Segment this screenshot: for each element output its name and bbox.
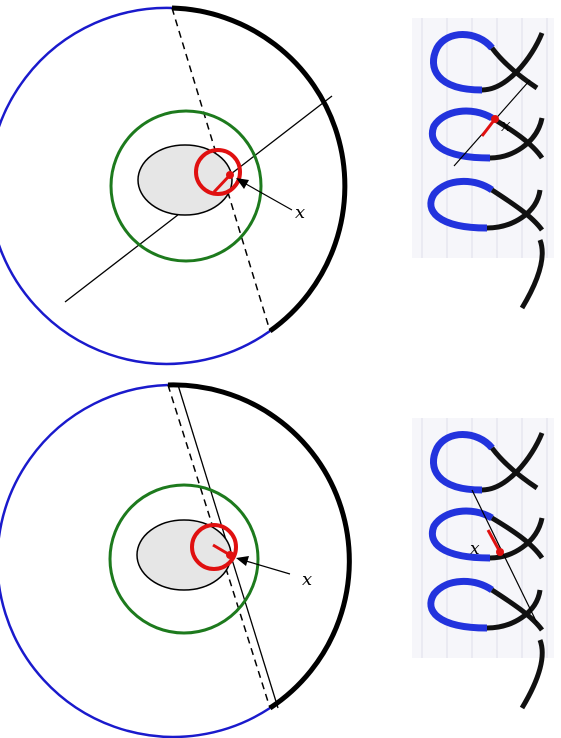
helix-coil-3-front (427, 577, 494, 632)
helix-coil-1-front (430, 31, 495, 94)
helix-label-x: x (501, 116, 511, 136)
point-x (226, 551, 234, 559)
bottom-helix: x (412, 418, 554, 710)
outer-circle-black-arc (171, 5, 348, 334)
grey-ellipse (137, 144, 233, 216)
outer-circle-blue-arc (0, 383, 271, 738)
helix-coil-3-front (427, 177, 494, 232)
helix-coil-3-dark (486, 187, 545, 232)
green-circle (109, 109, 263, 263)
bottom-disk-diagram: x (0, 382, 352, 738)
helix-red-segment (486, 529, 502, 553)
helix-point-x (491, 115, 499, 123)
helix-label-x: x (470, 539, 480, 559)
helix-coil-2-front (429, 107, 494, 162)
grey-ellipse (136, 519, 232, 591)
label-x: x (302, 569, 312, 590)
top-disk-diagram: x (0, 5, 348, 366)
pointer-arrow (245, 183, 293, 211)
helix-grid (421, 18, 548, 258)
helix-coil-3-dark (486, 587, 545, 632)
red-circle (194, 148, 242, 196)
helix-coil-2-front (429, 507, 494, 562)
helix-coil-1-dark (490, 446, 539, 491)
helix-tail (519, 639, 545, 710)
helix-point-x (496, 548, 504, 556)
helix-coil-1-dark (490, 46, 539, 91)
point-x (226, 171, 234, 179)
helix-coil-1-front (430, 431, 495, 494)
outer-circle-black-arc (167, 382, 352, 711)
helix-line (471, 489, 538, 624)
helix-coil-2-dark (489, 515, 545, 561)
red-circle (190, 523, 238, 571)
pointer-arrow (245, 560, 291, 575)
arrow-head (236, 556, 249, 566)
label-x: x (295, 202, 305, 223)
helix-grid (421, 418, 548, 658)
arrow-head (236, 178, 249, 189)
top-helix: x (412, 18, 554, 310)
green-circle (108, 483, 260, 635)
helix-tail (519, 239, 545, 310)
outer-circle-blue-arc (0, 6, 271, 366)
